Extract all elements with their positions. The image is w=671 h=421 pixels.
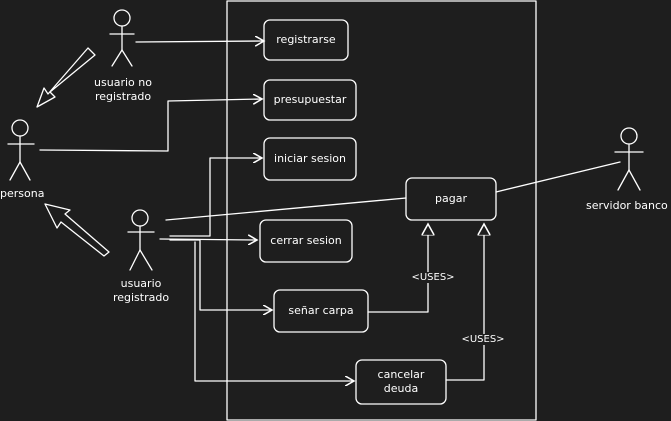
uc-registrarse: registrarse [276,33,336,46]
assoc-cancelar-deuda [194,241,354,381]
assoc-presupuestar [39,99,262,152]
assoc-registrarse [135,41,264,42]
uses-senar-to-pagar [367,224,428,313]
assoc-pagar-usuario [165,197,407,221]
assoc-senar-carpa [169,239,272,310]
uses-cancelar-to-pagar [445,224,484,381]
uc-cerrar-sesion: cerrar sesion [270,234,342,247]
actor-servidor-banco-label: servidor banco [586,199,668,212]
uc-pagar: pagar [435,192,467,205]
uc-cancelar-deuda-box [355,359,447,405]
assoc-cerrar-sesion [159,239,257,240]
uc-senar-carpa: señar carpa [288,304,354,317]
actor-usuario-no-registrado-figure [109,9,135,67]
actor-usuario-registrado-label: usuario registrado [112,277,170,304]
uc-pagar-box [405,177,497,221]
uc-registrarse-box [263,19,349,61]
actor-persona-figure [7,119,35,181]
uc-presupuestar-box [263,79,357,121]
uc-iniciar-sesion: iniciar sesion [274,152,346,165]
uc-presupuestar: presupuestar [273,93,347,106]
assoc-pagar-banco [495,161,621,193]
uc-cerrar-sesion-box [259,219,353,263]
actor-servidor-banco-figure [614,127,644,191]
uc-senar-carpa-box [273,289,369,333]
actor-usuario-registrado-figure [127,209,155,271]
generalization-arrow-bottom [44,203,110,257]
actor-usuario-no-registrado-label: usuario no registrado [94,76,152,103]
actor-persona-label: persona [0,187,45,200]
assoc-iniciar-sesion [169,158,262,237]
uses-label-2: <USES> [458,334,508,345]
uses-label-1: <USES> [408,272,458,283]
uc-cancelar-deuda: cancelar deuda [377,368,425,395]
generalization-arrow-top [36,47,96,108]
uc-iniciar-sesion-box [263,137,357,181]
system-boundary [226,0,537,421]
